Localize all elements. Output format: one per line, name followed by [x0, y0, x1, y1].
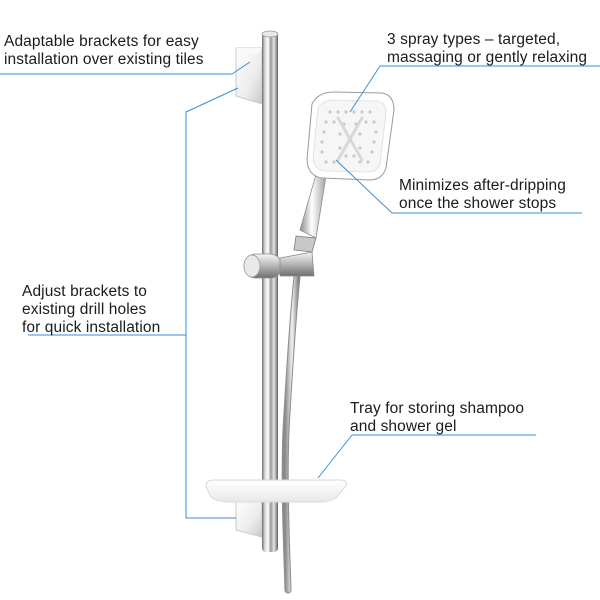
callout-line-tray-pointer	[317, 434, 353, 479]
callout-line-brackets-pointer	[231, 61, 251, 75]
soap-tray	[205, 479, 347, 503]
rail-slider	[243, 251, 315, 279]
callout-line-adjust-bracket	[185, 87, 239, 519]
callout-text-line: once the shower stops	[399, 195, 557, 212]
callout-text-line: Adjust brackets to	[22, 283, 147, 300]
callout-line-spray-pointer	[349, 65, 381, 113]
shower-rail	[261, 30, 279, 552]
callout-text-line: existing drill holes	[22, 301, 147, 318]
callout-text-line: for quick installation	[22, 319, 161, 336]
callout-tray: Tray for storing shampoo and shower gel	[350, 400, 524, 436]
callout-text-line: Minimizes after-dripping	[399, 177, 566, 194]
callout-after-dripping: Minimizes after-dripping once the shower…	[399, 177, 566, 213]
callout-adaptable-brackets: Adaptable brackets for easy installation…	[4, 33, 204, 69]
callout-text-line: Adaptable brackets for easy	[4, 33, 199, 50]
shower-head	[306, 91, 395, 181]
callout-line-drip-pointer	[335, 159, 393, 214]
callout-spray-types: 3 spray types – targeted, massaging or g…	[387, 31, 587, 67]
callout-text-line: massaging or gently relaxing	[387, 49, 588, 66]
callout-adjust-brackets: Adjust brackets to existing drill holes …	[22, 283, 160, 337]
callout-text-line: installation over existing tiles	[4, 51, 204, 68]
callout-lines	[0, 61, 600, 519]
callout-text-line: Tray for storing shampoo	[350, 400, 525, 417]
bottom-wall-bracket	[235, 499, 263, 538]
callout-text-line: and shower gel	[350, 418, 457, 435]
callout-text-line: 3 spray types – targeted,	[387, 31, 561, 48]
top-wall-bracket	[235, 47, 263, 105]
